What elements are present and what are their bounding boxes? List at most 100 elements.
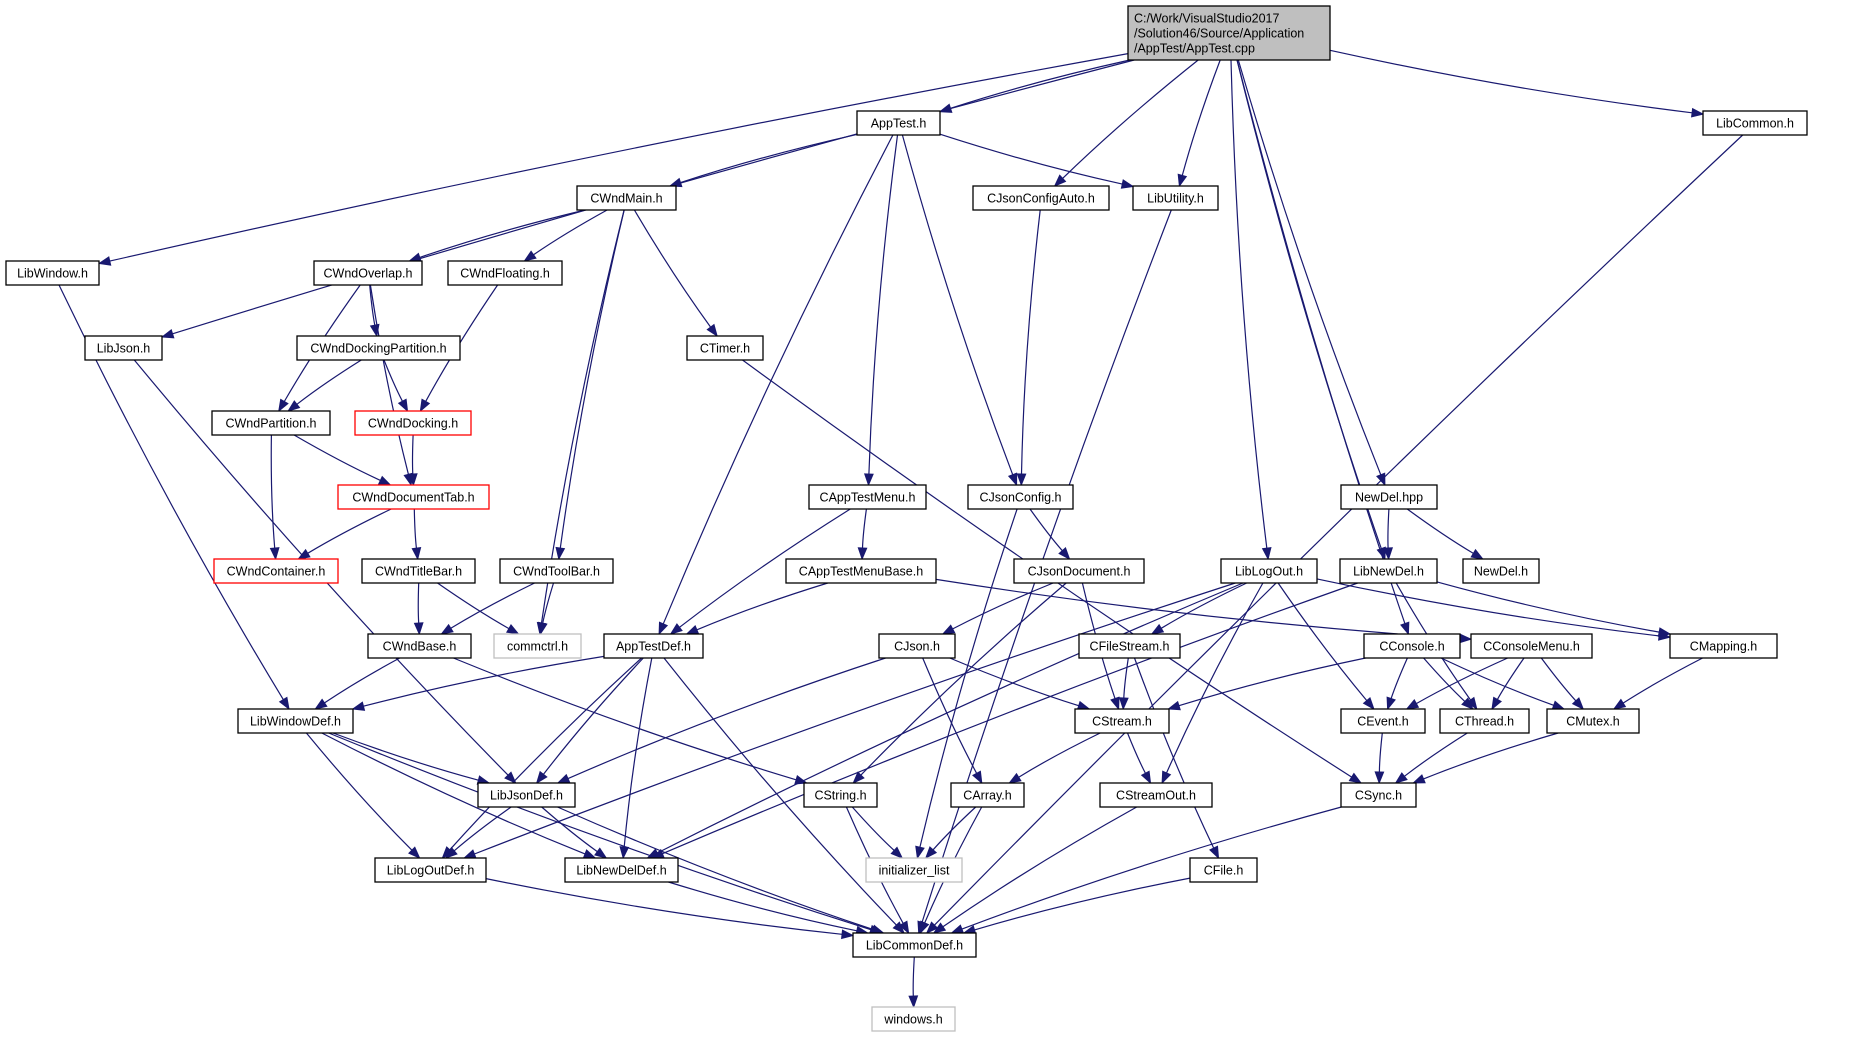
edge-arrowhead [925,921,939,934]
node-box [1127,5,1331,61]
edge-arrowhead [287,400,301,412]
node-label: CMapping.h [1690,640,1757,654]
node-libcommon-h[interactable]: LibCommon.h [1702,110,1808,136]
edge-arrowhead [537,621,548,636]
node-cevent-h[interactable]: CEvent.h [1340,708,1426,734]
dependency-edge [1181,59,1221,176]
node-cthread-h[interactable]: CThread.h [1439,708,1530,734]
node-cmapping-h[interactable]: CMapping.h [1669,633,1778,659]
edge-arrowhead [523,250,537,262]
edge-arrowhead [1691,107,1705,118]
node-cstring-h[interactable]: CString.h [803,782,878,808]
node-box [1546,708,1640,734]
dependency-edge [663,657,897,926]
dependency-edge [860,582,1067,776]
node-csync-h[interactable]: CSync.h [1340,782,1417,808]
node-cwndtoolbar-h[interactable]: CWndToolBar.h [499,558,614,584]
node-label: AppTest.h [871,117,927,131]
edge-arrowhead [619,846,630,860]
node-box [686,335,764,361]
node-windows-h[interactable]: windows.h [871,1006,956,1032]
node-box [1462,558,1540,584]
node-libwindow-h[interactable]: LibWindow.h [5,260,100,286]
dependency-edge [939,133,1123,185]
node-apptest-cpp[interactable]: C:/Work/VisualStudio2017/Solution46/Sour… [1127,5,1331,61]
node-liblogoutdef-h[interactable]: LibLogOutDef.h [374,857,487,883]
node-cwndoverlap-h[interactable]: CWndOverlap.h [313,260,423,286]
node-capptestmenubase-h[interactable]: CAppTestMenuBase.h [785,558,937,584]
edge-arrowhead [297,548,311,560]
node-cmutex-h[interactable]: CMutex.h [1546,708,1640,734]
node-cwndbase-h[interactable]: CWndBase.h [367,633,472,659]
node-label: CJson.h [894,640,940,654]
dependency-edge [1540,657,1577,702]
node-ctimer-h[interactable]: CTimer.h [686,335,764,361]
edge-arrowhead [1120,179,1135,189]
dependency-edge [1387,508,1390,549]
node-label: LibLogOutDef.h [387,864,475,878]
node-libutility-h[interactable]: LibUtility.h [1132,185,1219,211]
dependency-edge [950,59,1130,109]
node-cfilestream-h[interactable]: CFileStream.h [1078,633,1181,659]
node-cwndfloating-h[interactable]: CWndFloating.h [447,260,563,286]
node-cconsole-h[interactable]: CConsole.h [1363,633,1461,659]
node-label: AppTestDef.h [616,640,691,654]
node-box [374,857,487,883]
edge-arrowhead [841,929,855,940]
node-label: CEvent.h [1357,715,1408,729]
dependency-edge [932,806,977,851]
edge-arrowhead [278,696,290,711]
dependency-edge [541,806,598,853]
node-capptestmenu-h[interactable]: CAppTestMenu.h [808,484,927,510]
node-cwndmain-h[interactable]: CWndMain.h [576,185,677,211]
edge-arrowhead [408,846,421,859]
node-liblogout-h[interactable]: LibLogOut.h [1220,558,1318,584]
node-commctrl-h[interactable]: commctrl.h [493,633,582,659]
node-cjsondocument-h[interactable]: CJsonDocument.h [1013,558,1145,584]
node-box [477,782,576,808]
dependency-edge [1423,657,1466,702]
node-box [1220,558,1318,584]
dependency-edge [453,806,512,852]
node-cjson-h[interactable]: CJson.h [878,633,956,659]
dependency-edge [1416,657,1508,705]
node-label: CWndTitleBar.h [375,565,462,579]
node-cwnddockingpartition-h[interactable]: CWndDockingPartition.h [296,335,461,361]
node-libnewdeldef-h[interactable]: LibNewDelDef.h [564,857,679,883]
node-cwndpartition-h[interactable]: CWndPartition.h [211,410,331,436]
dependency-edge [1436,581,1660,633]
edge-arrowhead [413,622,424,636]
node-cwndcontainer-h[interactable]: CWndContainer.h [213,558,339,584]
edge-arrowhead [706,323,718,338]
node-box [84,335,163,361]
dependency-edge [1390,657,1408,699]
dependency-edge [1329,49,1693,114]
node-libjsondef-h[interactable]: LibJsonDef.h [477,782,576,808]
node-cwndtitlebar-h[interactable]: CWndTitleBar.h [361,558,476,584]
node-cfile-h[interactable]: CFile.h [1189,857,1258,883]
node-box [1340,708,1426,734]
edge-arrowhead [658,621,669,636]
node-initializer-list[interactable]: initializer_list [865,857,963,883]
node-apptestdef-h[interactable]: AppTestDef.h [603,633,704,659]
node-libnewdel-h[interactable]: LibNewDel.h [1339,558,1438,584]
node-libcommondef-h[interactable]: LibCommonDef.h [852,932,977,958]
node-cstream-h[interactable]: CStream.h [1074,708,1170,734]
node-cjsonconfig-h[interactable]: CJsonConfig.h [967,484,1074,510]
node-box [576,185,677,211]
node-label: CWndBase.h [383,640,457,654]
node-libwindowdef-h[interactable]: LibWindowDef.h [237,708,354,734]
node-newdel-hpp[interactable]: NewDel.hpp [1340,484,1438,510]
node-carray-h[interactable]: CArray.h [950,782,1025,808]
node-apptest-h[interactable]: AppTest.h [856,110,941,136]
dependency-edge [679,508,851,628]
node-cconsolemenu-h[interactable]: CConsoleMenu.h [1470,633,1593,659]
node-libjson-h[interactable]: LibJson.h [84,335,163,361]
node-newdel-h[interactable]: NewDel.h [1462,558,1540,584]
node-cwnddocumenttab-h[interactable]: CWndDocumentTab.h [337,484,490,510]
edge-arrowhead [535,770,548,785]
node-cjsonconfigauto-h[interactable]: CJsonConfigAuto.h [972,185,1110,211]
node-cstreamout-h[interactable]: CStreamOut.h [1099,782,1213,808]
node-cwnddocking-h[interactable]: CWndDocking.h [354,410,472,436]
node-box [603,633,704,659]
